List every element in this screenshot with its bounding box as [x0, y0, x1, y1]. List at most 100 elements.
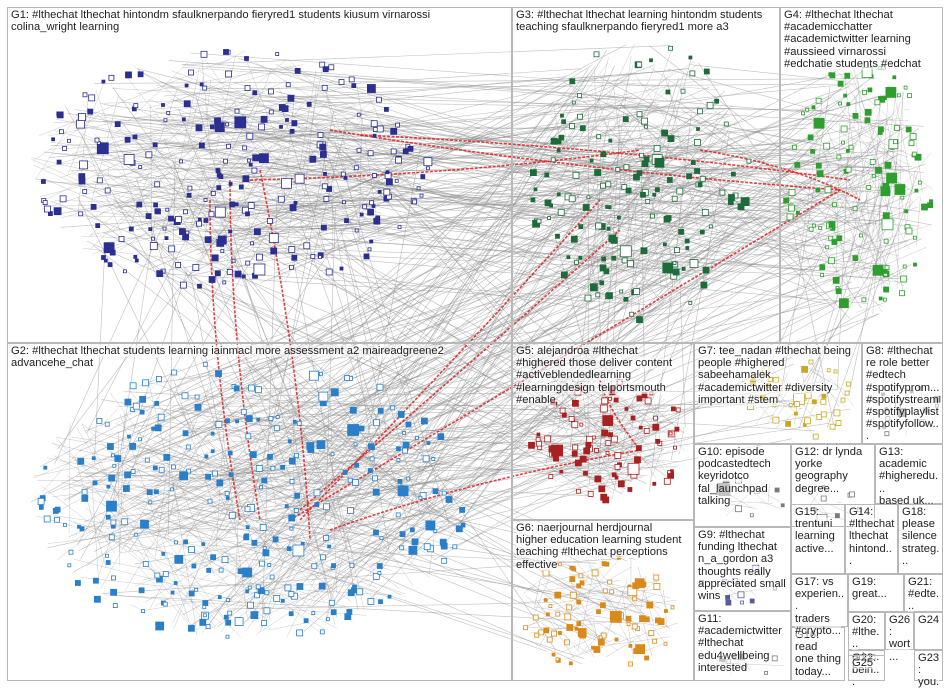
user-node[interactable] [245, 260, 251, 266]
user-node[interactable] [192, 264, 200, 272]
user-node[interactable] [294, 68, 301, 74]
intra-group-edge [135, 464, 453, 587]
inter-group-edge [70, 159, 607, 172]
group-label-text: G7: tee_nadan #lthechat being people #hi… [698, 345, 852, 406]
inter-group-edge [265, 451, 677, 520]
intra-group-edge [667, 83, 701, 243]
inter-group-edge [53, 139, 202, 465]
user-node[interactable] [242, 145, 248, 151]
inter-group-edge [382, 169, 823, 475]
intra-group-edge [809, 492, 828, 515]
group-label: G18: please silence strateg... [902, 506, 940, 567]
user-node[interactable] [149, 242, 158, 251]
inter-group-edge [80, 125, 732, 251]
intra-group-edge [197, 153, 234, 242]
inter-group-edge [141, 512, 547, 652]
user-node[interactable] [226, 143, 232, 149]
intra-group-edge [138, 178, 372, 268]
user-node[interactable] [377, 189, 382, 194]
user-node[interactable] [82, 92, 88, 98]
inter-group-edge [637, 145, 870, 160]
intra-group-edge [104, 478, 308, 530]
intra-group-edge [546, 428, 677, 462]
user-node[interactable] [136, 201, 143, 208]
intra-group-edge [372, 126, 407, 192]
user-node[interactable] [238, 184, 244, 190]
user-node[interactable] [214, 270, 221, 277]
user-node[interactable] [137, 71, 144, 78]
intra-group-edge [161, 452, 384, 605]
user-node[interactable] [375, 96, 382, 103]
intra-group-edge [602, 218, 673, 254]
user-node[interactable] [277, 195, 285, 203]
user-node[interactable] [208, 276, 216, 283]
inter-group-edge [140, 139, 563, 429]
intra-group-edge [614, 104, 724, 222]
intra-group-edge [598, 450, 617, 491]
group-label-text: G24 [918, 614, 940, 626]
inter-group-edge [252, 247, 873, 269]
intra-group-edge [872, 94, 881, 233]
group-panel-g17: G17: vs experien... traders #crypto... [791, 574, 848, 637]
inter-group-edge [313, 164, 802, 484]
intra-group-edge [890, 161, 896, 174]
user-node[interactable] [211, 254, 219, 262]
user-node[interactable] [107, 262, 113, 268]
intra-group-edge [251, 364, 290, 425]
user-node[interactable] [359, 212, 364, 217]
intra-group-edge [855, 291, 883, 307]
user-node[interactable] [166, 111, 171, 115]
intra-group-edge [316, 526, 360, 545]
inter-group-edge [129, 242, 360, 473]
user-node[interactable] [260, 116, 268, 123]
intra-group-edge [219, 81, 363, 123]
user-node[interactable] [258, 153, 269, 164]
user-node[interactable] [372, 133, 377, 138]
intra-group-edge [237, 493, 451, 546]
inter-group-edge [255, 422, 673, 591]
intra-group-edge [213, 276, 249, 288]
intra-group-edge [159, 143, 324, 163]
inter-group-edge [156, 435, 599, 639]
user-node[interactable] [306, 102, 312, 107]
user-node[interactable] [195, 124, 203, 132]
user-node[interactable] [96, 142, 109, 155]
user-node[interactable] [197, 283, 202, 289]
inter-group-edge [604, 93, 905, 185]
user-node[interactable] [339, 266, 344, 271]
intra-group-edge [336, 178, 388, 238]
inter-group-edge [222, 404, 751, 407]
intra-group-edge [106, 381, 308, 436]
user-node[interactable] [321, 183, 328, 190]
inter-group-edge [98, 270, 188, 536]
user-node[interactable] [88, 94, 96, 102]
user-node[interactable] [385, 170, 390, 175]
user-node[interactable] [128, 226, 134, 232]
user-node[interactable] [51, 137, 55, 142]
intra-group-edge [583, 394, 651, 453]
user-node[interactable] [148, 227, 153, 232]
intra-group-edge [825, 127, 882, 262]
user-node[interactable] [425, 166, 430, 171]
intra-group-edge [68, 423, 71, 533]
user-node[interactable] [348, 76, 355, 83]
user-node[interactable] [53, 207, 62, 216]
intra-group-edge [620, 589, 643, 617]
user-node[interactable] [79, 160, 88, 170]
user-node[interactable] [244, 56, 249, 61]
user-node[interactable] [279, 125, 283, 129]
intra-group-edge [627, 150, 631, 258]
user-node[interactable] [234, 108, 240, 114]
user-node[interactable] [163, 118, 168, 123]
group-label: G2: #lthechat lthechat students learning… [11, 345, 509, 370]
user-node[interactable] [291, 120, 298, 126]
user-node[interactable] [367, 247, 372, 252]
user-node[interactable] [366, 84, 376, 93]
intra-group-edge [315, 548, 370, 577]
user-node[interactable] [203, 197, 208, 202]
user-node[interactable] [182, 209, 188, 215]
user-node[interactable] [125, 71, 132, 79]
user-node[interactable] [344, 218, 349, 224]
user-node[interactable] [138, 165, 143, 170]
user-node[interactable] [310, 254, 316, 259]
